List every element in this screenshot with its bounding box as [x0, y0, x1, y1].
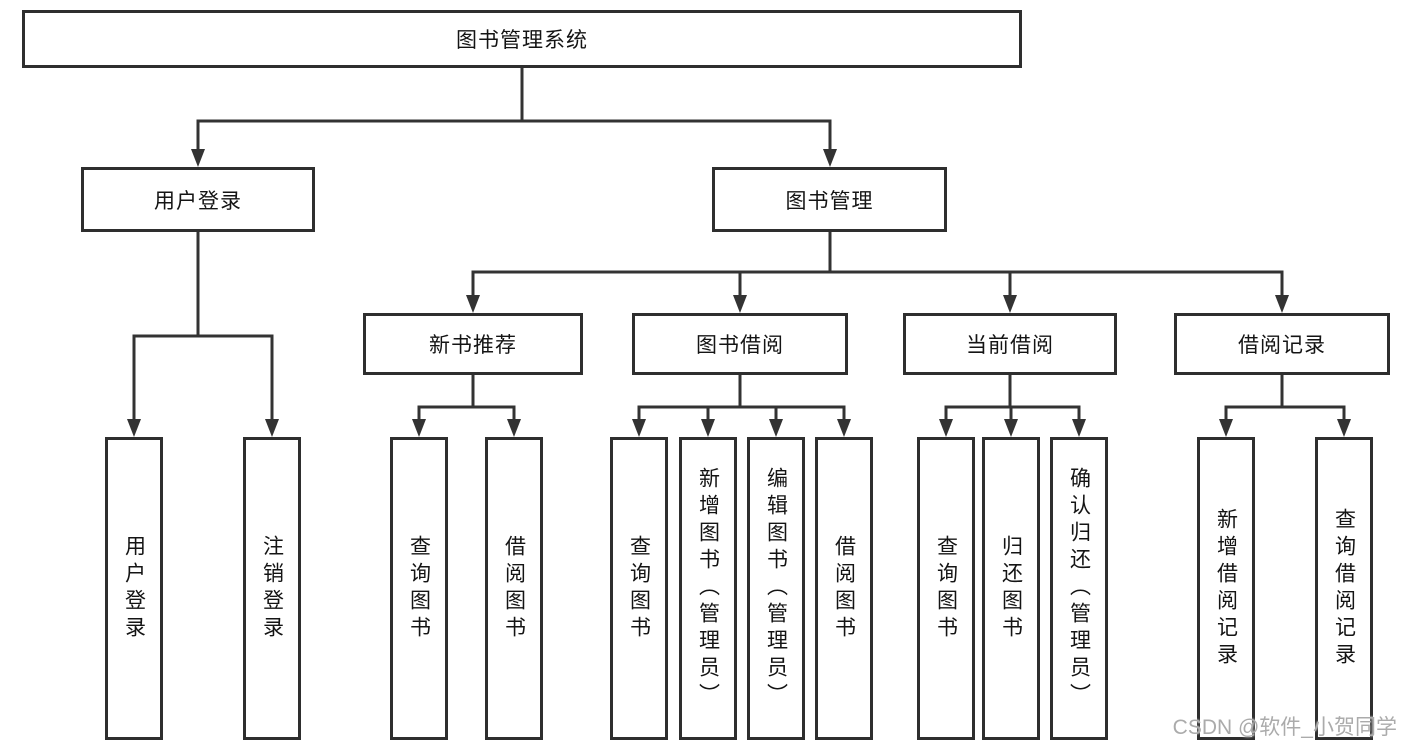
node-label: 借阅图书: [502, 534, 526, 643]
node-label: 新增图书（管理员）: [696, 467, 720, 710]
leaf-add-books-admin: 新增图书（管理员）: [679, 437, 737, 740]
node-label: 用户登录: [154, 189, 242, 213]
node-label: 编辑图书（管理员）: [764, 467, 788, 710]
leaf-confirm-return-admin: 确认归还（管理员）: [1050, 437, 1108, 740]
node-label: 新书推荐: [429, 334, 517, 357]
leaf-borrow-books-recommend: 借阅图书: [485, 437, 543, 740]
node-current-borrowing: 当前借阅: [903, 313, 1117, 375]
node-book-management: 图书管理: [712, 167, 947, 232]
node-label: 查询图书: [627, 534, 651, 643]
watermark: CSDN @软件_小贺同学: [1172, 716, 1397, 739]
node-label: 注销登录: [260, 534, 284, 643]
node-label: 图书管理系统: [456, 29, 588, 52]
node-borrowing-records: 借阅记录: [1174, 313, 1390, 375]
leaf-borrow-books-borrowing: 借阅图书: [815, 437, 873, 740]
node-label: 用户登录: [122, 534, 146, 643]
node-label: 新增借阅记录: [1214, 507, 1238, 670]
node-new-book-recommendation: 新书推荐: [363, 313, 583, 375]
node-library-management-system: 图书管理系统: [22, 10, 1022, 68]
leaf-logout-login: 注销登录: [243, 437, 301, 740]
node-label: 查询图书: [934, 534, 958, 643]
node-label: 确认归还（管理员）: [1067, 467, 1091, 710]
node-label: 图书借阅: [696, 334, 784, 357]
leaf-query-borrow-record: 查询借阅记录: [1315, 437, 1373, 740]
node-label: 归还图书: [999, 534, 1023, 643]
node-label: 借阅记录: [1238, 334, 1326, 357]
node-label: 当前借阅: [966, 334, 1054, 357]
leaf-query-books-recommend: 查询图书: [390, 437, 448, 740]
leaf-user-login: 用户登录: [105, 437, 163, 740]
leaf-edit-books-admin: 编辑图书（管理员）: [747, 437, 805, 740]
leaf-query-books-borrowing: 查询图书: [610, 437, 668, 740]
leaf-return-books: 归还图书: [982, 437, 1040, 740]
node-label: 借阅图书: [832, 534, 856, 643]
node-book-borrowing: 图书借阅: [632, 313, 848, 375]
leaf-add-borrow-record: 新增借阅记录: [1197, 437, 1255, 740]
node-user-login: 用户登录: [81, 167, 315, 232]
leaf-query-books-current: 查询图书: [917, 437, 975, 740]
node-label: 查询图书: [407, 534, 431, 643]
node-label: 查询借阅记录: [1332, 507, 1356, 670]
node-label: 图书管理: [785, 189, 874, 213]
